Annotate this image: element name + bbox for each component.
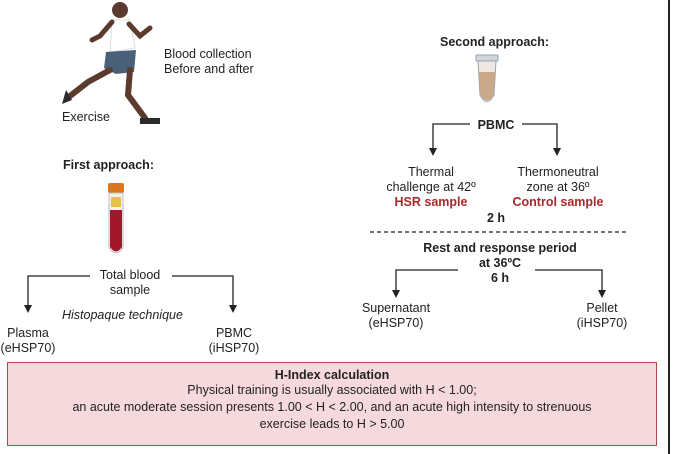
hindex-line-1: Physical training is usually associated … bbox=[187, 383, 477, 397]
supernatant-label: Supernatant (eHSP70) bbox=[361, 301, 431, 330]
hindex-box: H-Index calculation Physical training is… bbox=[7, 362, 657, 446]
arrow-to-pbmc bbox=[172, 275, 234, 307]
hindex-line-3: exercise leads to H > 5.00 bbox=[259, 417, 405, 431]
pellet-label: Pellet (iHSP70) bbox=[576, 301, 628, 330]
hindex-line-2: an acute moderate session presents 1.00 … bbox=[72, 400, 592, 414]
blood-tube-icon bbox=[108, 183, 124, 254]
total-blood-label: Total blood sample bbox=[99, 268, 161, 297]
sample-tube-icon bbox=[475, 54, 499, 102]
arrow-to-plasma bbox=[27, 275, 90, 307]
runner-icon bbox=[62, 2, 160, 124]
exercise-label: Exercise bbox=[62, 110, 110, 124]
arrow-to-thermoneutral bbox=[522, 123, 558, 150]
hindex-title: H-Index calculation bbox=[274, 368, 390, 382]
thermoneutral-label: Thermoneutral zone at 36º Control sample bbox=[498, 165, 618, 210]
arrow-to-pellet bbox=[535, 269, 603, 292]
first-approach-title: First approach: bbox=[63, 158, 154, 172]
duration-2h-label: 2 h bbox=[486, 211, 506, 225]
arrow-to-supernatant bbox=[395, 269, 458, 292]
control-sample-label: Control sample bbox=[512, 195, 604, 209]
plasma-label: Plasma (eHSP70) bbox=[0, 326, 56, 355]
hsr-sample-label: HSR sample bbox=[394, 195, 468, 209]
first-pbmc-label: PBMC (iHSP70) bbox=[208, 326, 260, 355]
histopaque-label: Histopaque technique bbox=[62, 308, 183, 322]
rest-period-label: Rest and response period at 36ºC 6 h bbox=[423, 241, 577, 285]
blood-collection-label: Blood collection Before and after bbox=[164, 47, 254, 76]
thermal-challenge-label: Thermal challenge at 42º HSR sample bbox=[372, 165, 490, 210]
second-pbmc-label: PBMC bbox=[477, 118, 515, 132]
second-approach-title: Second approach: bbox=[440, 35, 550, 49]
arrow-to-thermal bbox=[432, 123, 470, 150]
right-border-line bbox=[668, 0, 670, 454]
